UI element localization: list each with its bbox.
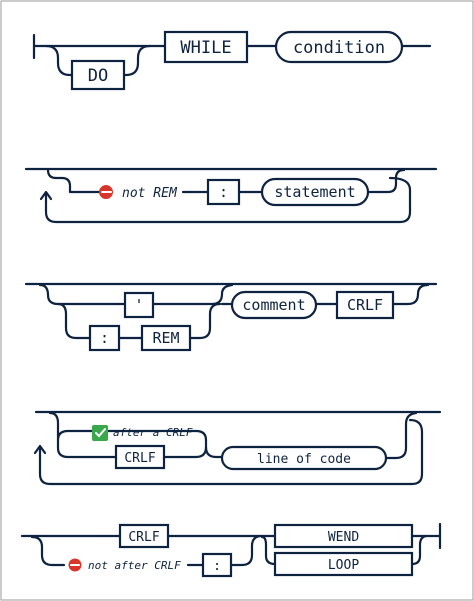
- statement-label: statement: [274, 183, 355, 201]
- crlf-box: [118, 523, 170, 549]
- rem-branch: [56, 302, 222, 340]
- crlf-box: [114, 444, 166, 470]
- colon-label: :: [219, 183, 228, 201]
- after-crlf-label: after a CRLF: [113, 426, 193, 439]
- apostrophe-label: ': [134, 296, 143, 314]
- line-of-code-label: line of code: [257, 452, 351, 467]
- loop-keyword-box: [273, 551, 414, 577]
- do-keyword: DO: [88, 66, 108, 86]
- comment-label: comment: [242, 296, 305, 314]
- row-statements: not REM : statement: [24, 167, 438, 224]
- while-keyword-box: [163, 30, 249, 64]
- up-arrow-icon: [39, 190, 53, 201]
- row-comment: ' : REM comment CRLF: [24, 282, 438, 352]
- while-keyword: WHILE: [180, 38, 231, 58]
- crlf-branch: [48, 411, 208, 459]
- up-arrow-icon: [33, 444, 47, 455]
- wend-keyword-box: [273, 523, 414, 549]
- colon-box: [201, 552, 233, 578]
- check-icon-mark: [95, 428, 106, 438]
- not-rem-label: not REM: [122, 186, 178, 201]
- row-wend-loop: CRLF not after CRLF : WEND LOOP: [20, 522, 442, 578]
- exit-curve: [384, 411, 418, 460]
- loop-path: [260, 534, 428, 566]
- apostrophe-box: [123, 291, 155, 319]
- not-after-crlf-label: not after CRLF: [88, 559, 181, 572]
- condition-label: condition: [293, 38, 385, 58]
- crlf-label: CRLF: [128, 530, 159, 545]
- crlf-label: CRLF: [347, 296, 383, 314]
- wend-keyword: WEND: [328, 530, 359, 545]
- row-do-while: DO WHILE condition: [32, 30, 432, 91]
- row-lines-of-code: after a CRLF CRLF line of code: [33, 410, 442, 486]
- repeat-loop: [38, 418, 424, 486]
- colon-label: :: [213, 559, 221, 574]
- repeat-loop: [44, 176, 412, 224]
- entry-curve: [46, 168, 103, 194]
- check-icon: [92, 425, 108, 441]
- exit-curve: [366, 168, 406, 194]
- colon-branch: [30, 534, 262, 567]
- crlf-label: CRLF: [124, 451, 155, 466]
- exit-curve: [391, 283, 430, 306]
- colon-label: :: [100, 329, 109, 347]
- rem-keyword-box: [140, 324, 192, 352]
- colon-box: [88, 324, 121, 352]
- rem-keyword: REM: [152, 329, 179, 347]
- loop-keyword: LOOP: [328, 558, 359, 573]
- do-keyword-box: [70, 59, 126, 91]
- connector-line: [204, 445, 224, 459]
